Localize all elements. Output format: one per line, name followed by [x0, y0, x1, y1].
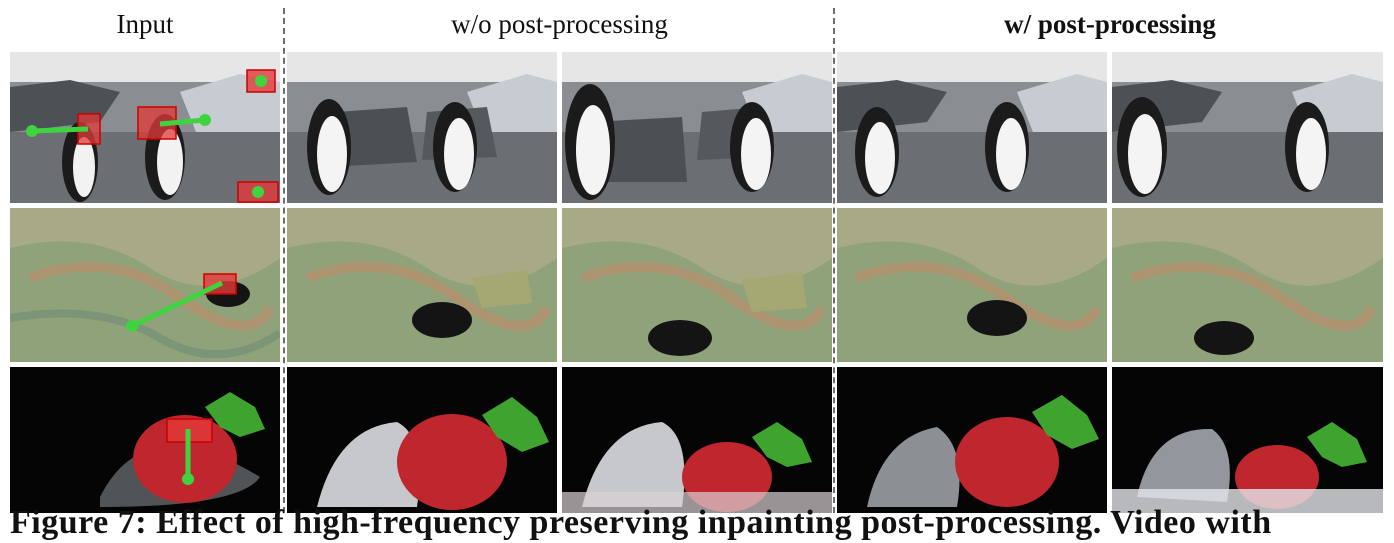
image-strawberry-input: [10, 367, 280, 513]
divider-left: [283, 8, 285, 513]
image-penguins-input: [10, 52, 280, 203]
image-car-with-1: [837, 208, 1107, 362]
header-with-post-processing: w/ post-processing: [1004, 9, 1216, 39]
image-strawberry-with-1: [837, 367, 1107, 513]
header-input: Input: [116, 9, 174, 39]
image-penguins-with-2: [1112, 52, 1383, 203]
image-car-with-2: [1112, 208, 1383, 362]
header-without-post-processing: w/o post-processing: [451, 9, 668, 39]
image-penguins-without-1: [287, 52, 557, 203]
image-strawberry-without-1: [287, 367, 557, 513]
image-penguins-without-2: [562, 52, 832, 203]
image-strawberry-with-2: [1112, 367, 1383, 513]
image-car-input: [10, 208, 280, 362]
image-car-without-2: [562, 208, 832, 362]
image-penguins-with-1: [837, 52, 1107, 203]
figure-caption: Figure 7: Effect of high-frequency prese…: [10, 504, 1272, 541]
image-strawberry-without-2: [562, 367, 832, 513]
divider-right: [833, 8, 835, 513]
image-car-without-1: [287, 208, 557, 362]
